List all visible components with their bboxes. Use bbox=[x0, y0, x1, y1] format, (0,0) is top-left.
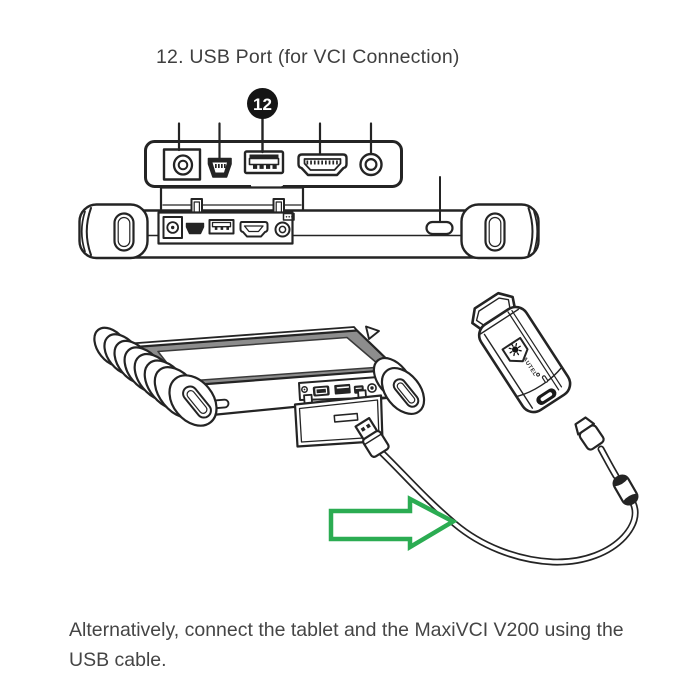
side-audio-icon bbox=[274, 221, 291, 238]
power-button bbox=[425, 220, 454, 236]
ferrite-bead bbox=[612, 474, 639, 506]
audio-jack-icon bbox=[359, 152, 383, 177]
usb-cable bbox=[354, 416, 639, 566]
figure-caption: Alternatively, connect the tablet and th… bbox=[69, 615, 624, 675]
caption-line-1: Alternatively, connect the tablet and th… bbox=[69, 619, 624, 641]
mic-hole-icon bbox=[301, 386, 308, 393]
side-usb-icon bbox=[208, 219, 235, 235]
side-hdmi-icon bbox=[239, 221, 269, 238]
side-speaker-grille bbox=[282, 212, 295, 221]
callout-ticks bbox=[177, 122, 373, 160]
tablet-3d-view bbox=[93, 325, 426, 448]
tablet-3d-usb-icon bbox=[334, 383, 351, 395]
usb-a-icon bbox=[243, 150, 285, 175]
micro-usb-plug bbox=[574, 416, 605, 451]
hdmi-icon bbox=[297, 153, 348, 177]
vci-usb-socket bbox=[536, 388, 557, 405]
caption-line-2: USB cable. bbox=[69, 649, 167, 671]
dc-power-jack-icon bbox=[162, 148, 202, 181]
tablet-3d-right-bumper bbox=[365, 325, 426, 415]
side-left-bumper bbox=[78, 203, 149, 260]
usb-a-plug bbox=[354, 417, 390, 458]
side-mini-usb-icon bbox=[185, 222, 205, 235]
side-dc-jack-icon bbox=[162, 216, 183, 239]
vci-body bbox=[477, 305, 572, 414]
mini-usb-icon bbox=[207, 157, 232, 178]
green-arrow bbox=[328, 495, 458, 551]
tablet-3d-audio-icon bbox=[367, 383, 377, 393]
tablet-side-view bbox=[78, 176, 540, 260]
callout-12-badge: 12 bbox=[247, 88, 278, 119]
ports-closeup: 12 bbox=[144, 88, 403, 214]
side-right-bumper bbox=[460, 203, 540, 260]
callout-12-number: 12 bbox=[253, 95, 272, 114]
tablet-3d-hdmi-icon bbox=[312, 385, 330, 397]
flash-shield-icon bbox=[501, 336, 529, 363]
cable-path bbox=[377, 445, 639, 566]
figure-title: 12. USB Port (for VCI Connection) bbox=[156, 46, 460, 68]
tablet-3d-left-bumper bbox=[93, 326, 218, 427]
vci-led-indicators bbox=[536, 372, 549, 383]
vci-device: AUTEL bbox=[471, 291, 572, 414]
